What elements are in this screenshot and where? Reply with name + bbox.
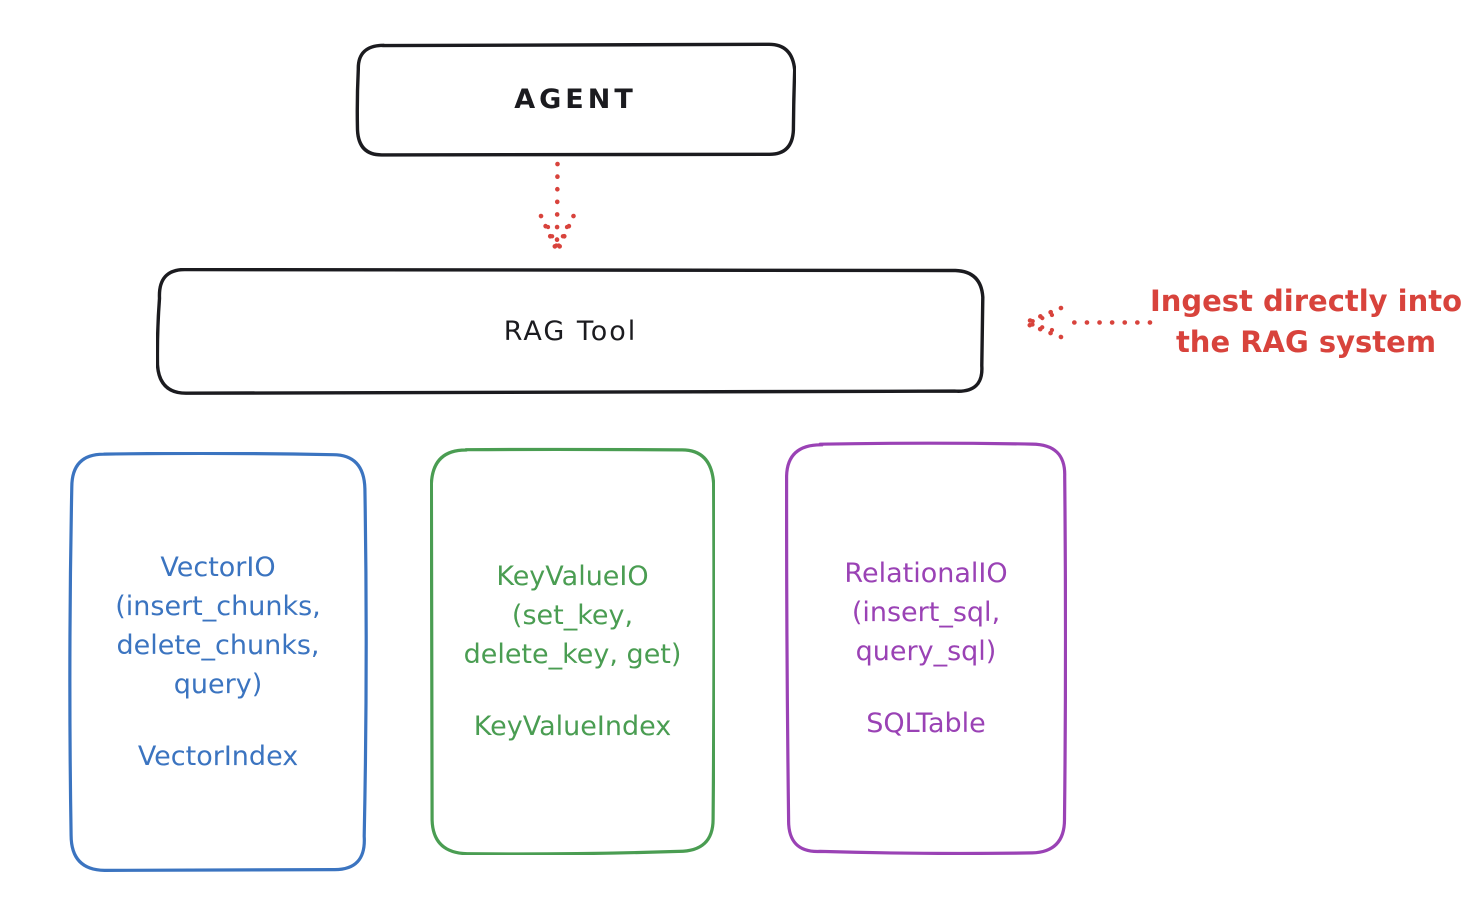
key-value-io-index-label: KeyValueIndex [473, 710, 672, 742]
key-value-io-methods: KeyValueIO (set_key, delete_key, get) [463, 560, 682, 670]
ingest-annotation: Ingest directly into the RAG system [1149, 284, 1463, 359]
key-value-io-card: KeyValueIO (set_key, delete_key, get) Ke… [430, 447, 715, 855]
vector-io-index-label: VectorIndex [137, 741, 299, 772]
agent-node: AGENT [355, 42, 796, 157]
agent-label: AGENT [514, 84, 637, 115]
rag-tool-label: RAG Tool [503, 316, 638, 347]
vector-io-card: VectorIO (insert_chunks, delete_chunks, … [68, 452, 368, 872]
rag-tool-node: RAG Tool [156, 268, 985, 395]
relational-io-methods: RelationalIO (insert_sql, query_sql) [844, 557, 1008, 667]
relational-io-index-label: SQLTable [866, 707, 986, 739]
vector-io-methods: VectorIO (insert_chunks, delete_chunks, … [115, 552, 321, 700]
relational-io-card: RelationalIO (insert_sql, query_sql) SQL… [785, 441, 1067, 855]
agent-to-ragtool-arrow-icon [538, 161, 576, 253]
